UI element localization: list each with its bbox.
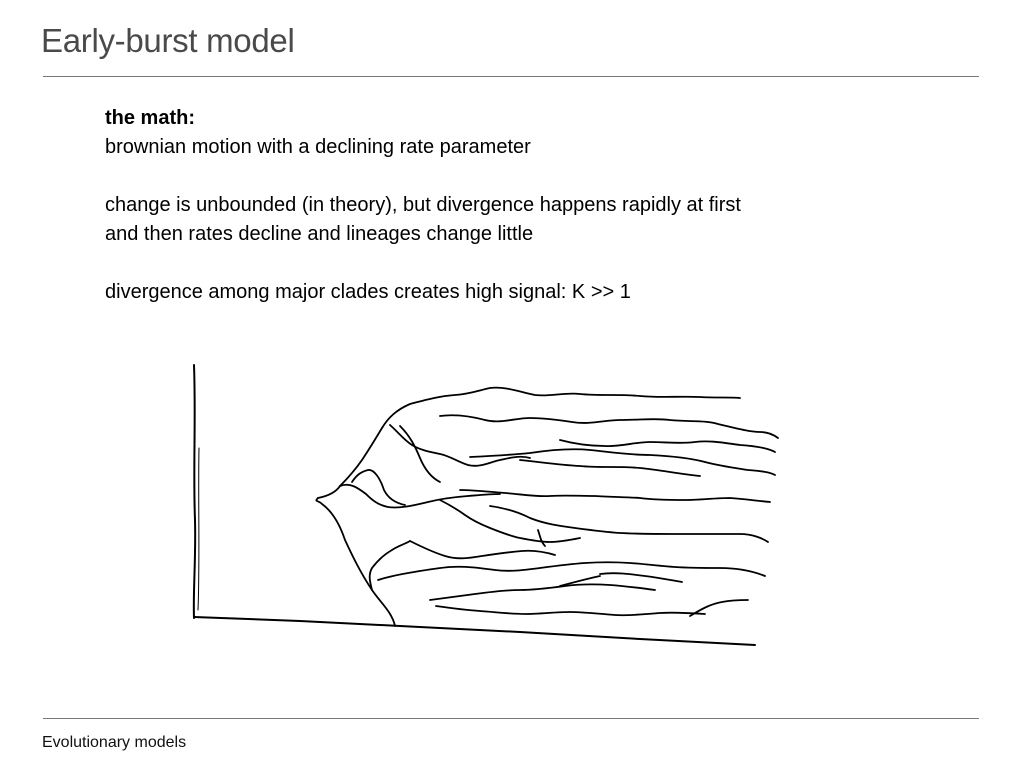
- math-heading: the math:: [105, 107, 195, 129]
- lineage-curves: [315, 386, 779, 627]
- divergence-note-line-2: and then rates decline and lineages chan…: [105, 223, 534, 245]
- signal-note: divergence among major clades creates hi…: [105, 281, 631, 303]
- model-description: brownian motion with a declining rate pa…: [105, 136, 531, 158]
- footer-text: Evolutionary models: [42, 734, 187, 751]
- x-axis: [193, 616, 756, 646]
- slide-body: the math: brownian motion with a declini…: [105, 104, 925, 307]
- y-axis: [192, 364, 197, 619]
- y-axis-inner-stroke: [197, 447, 200, 611]
- divergence-note-line-1: change is unbounded (in theory), but div…: [105, 194, 741, 216]
- footer-divider: [43, 718, 979, 719]
- slide-title: Early-burst model: [41, 22, 295, 59]
- title-divider: [43, 76, 979, 77]
